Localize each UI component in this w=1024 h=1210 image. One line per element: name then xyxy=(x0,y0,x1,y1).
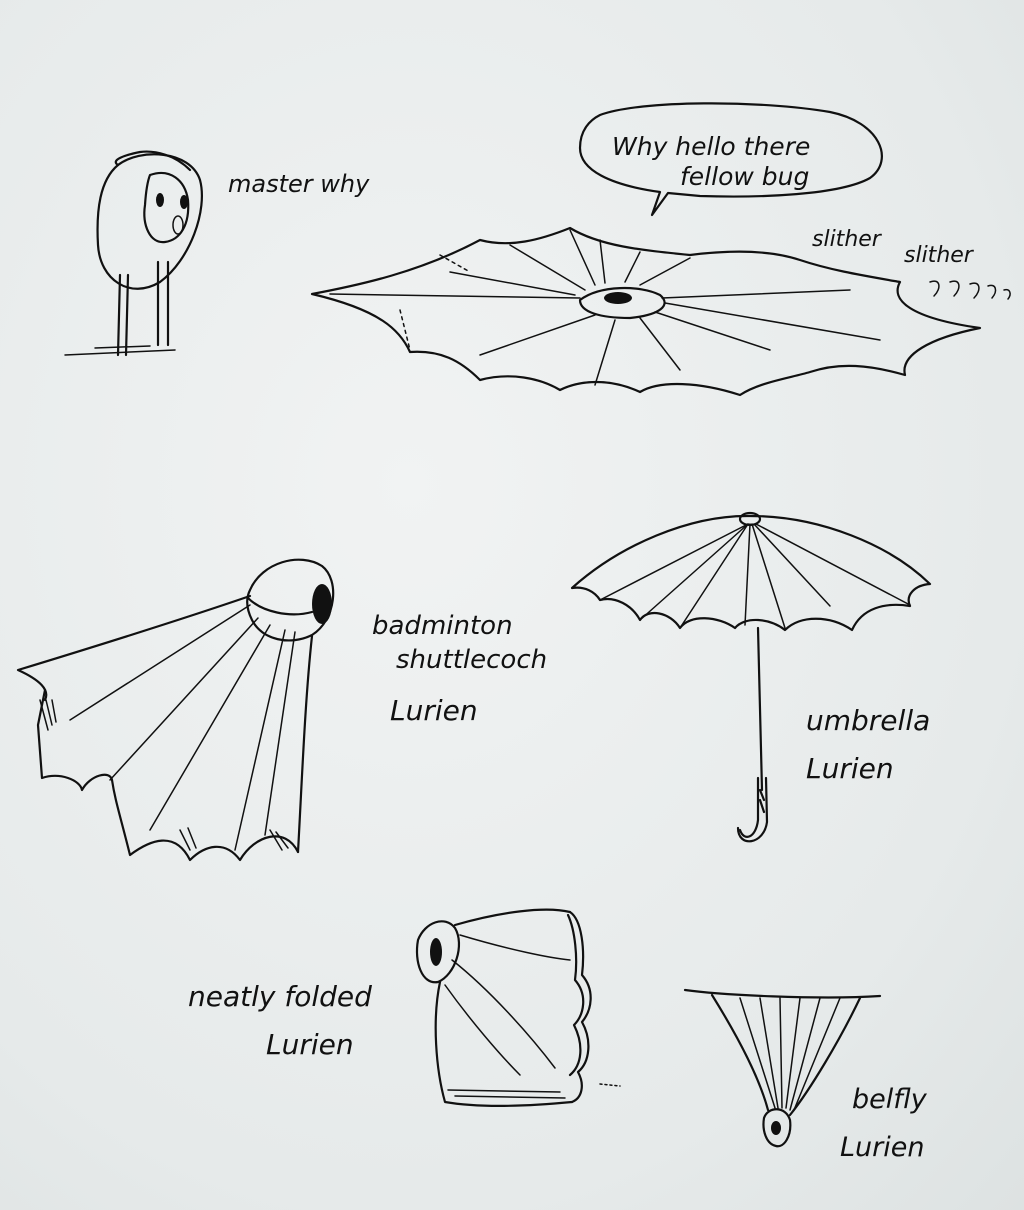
speech-line-2: fellow bug xyxy=(680,162,809,191)
shuttle-label-2: shuttlecoch xyxy=(396,645,547,675)
shuttlecock-lurien-drawing xyxy=(16,558,335,862)
umbrella-label-2: Lurien xyxy=(806,752,894,785)
folded-lurien-drawing xyxy=(415,908,621,1107)
belfly-label-1: belfly xyxy=(852,1084,928,1115)
master-why-drawing xyxy=(64,150,203,357)
shuttle-label-3: Lurien xyxy=(390,694,478,727)
belfly-lurien-drawing xyxy=(683,988,882,1148)
motion-squiggles xyxy=(929,280,1011,300)
umbrella-label-1: umbrella xyxy=(806,704,930,737)
speech-line-1: Why hello there xyxy=(612,132,810,161)
flat-lurien-drawing xyxy=(310,226,982,397)
shuttle-label-1: badminton xyxy=(372,611,513,641)
belfly-label-2: Lurien xyxy=(840,1132,924,1163)
folded-label-1: neatly folded xyxy=(188,980,372,1013)
folded-label-2: Lurien xyxy=(266,1028,354,1061)
speech-bubble xyxy=(578,102,883,217)
master-why-label: master why xyxy=(228,170,370,198)
slither-label-2: slither xyxy=(904,243,975,268)
umbrella-lurien-drawing xyxy=(570,511,932,843)
slither-label-1: slither xyxy=(812,227,883,252)
